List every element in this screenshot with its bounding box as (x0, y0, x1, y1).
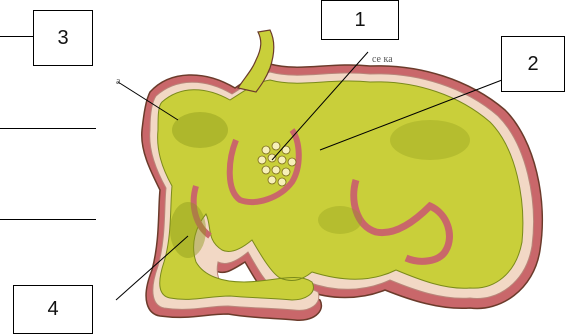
answer-line-3 (0, 219, 96, 220)
answer-line-2 (0, 128, 96, 129)
label-box-4: 4 (13, 285, 93, 334)
label-box-1: 1 (321, 0, 399, 40)
answer-line-1 (0, 36, 35, 37)
mucosa-shadow-1 (172, 112, 228, 148)
caption-top: се ка (372, 54, 393, 65)
mucosa-shadow-2 (170, 202, 206, 258)
label-box-2: 2 (501, 36, 565, 92)
label-number-1: 1 (354, 9, 365, 32)
label-number-4: 4 (47, 298, 58, 321)
label-number-2: 2 (527, 53, 538, 76)
caption-left: а (116, 76, 120, 87)
mucosa-shadow-3 (390, 120, 470, 160)
label-number-3: 3 (57, 27, 68, 50)
label-box-3: 3 (33, 10, 93, 66)
mucosa-shadow-4 (318, 206, 362, 234)
